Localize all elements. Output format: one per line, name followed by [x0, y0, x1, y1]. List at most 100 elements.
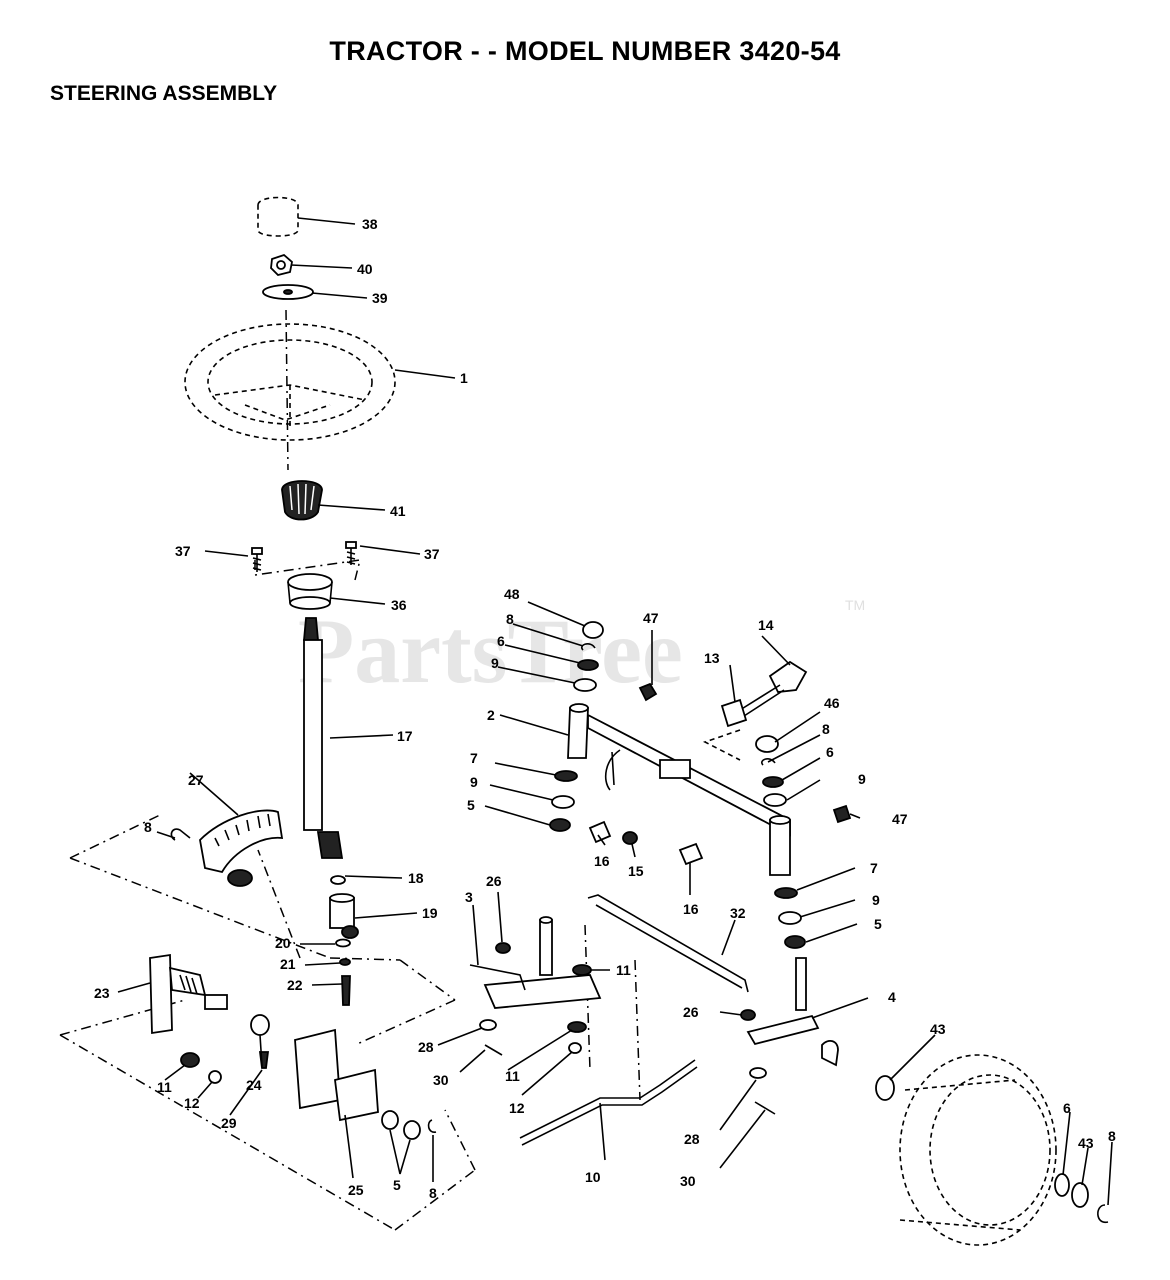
washer-43-inner	[875, 1075, 895, 1101]
bracket-23	[149, 953, 228, 1035]
bolt-37-left	[251, 547, 263, 572]
bolt-14	[739, 660, 808, 717]
callout-6-right: 6	[826, 744, 834, 760]
nut-40	[270, 253, 293, 276]
callout-23: 23	[94, 985, 110, 1001]
sector-gear-27	[199, 809, 284, 887]
callout-8-left: 8	[429, 1185, 437, 1201]
callout-13: 13	[704, 650, 720, 666]
washer-6-wheel	[1054, 1173, 1070, 1197]
bearing-9-upper	[573, 678, 597, 692]
leader-lines	[117, 217, 1113, 1206]
callout-19: 19	[422, 905, 438, 921]
callout-6-wheel: 6	[1063, 1100, 1071, 1116]
callout-3: 3	[465, 889, 473, 905]
washer-5-left-axle	[549, 818, 571, 832]
cap-38	[257, 196, 299, 237]
washer-6-upper	[577, 659, 599, 671]
spacer-13	[720, 698, 748, 728]
callout-39: 39	[372, 290, 388, 306]
callout-41: 41	[390, 503, 406, 519]
washers-5-left	[381, 1110, 421, 1140]
washer-28-right	[749, 1067, 767, 1079]
page-title: TRACTOR - - MODEL NUMBER 3420-54	[329, 36, 841, 66]
washer-43-outer	[1071, 1182, 1089, 1208]
bushing-11-left	[180, 1052, 200, 1068]
nut-15	[622, 831, 638, 845]
section-title: STEERING ASSEMBLY	[50, 82, 278, 105]
callout-7-left: 7	[470, 750, 478, 766]
washer-26-left	[495, 942, 511, 954]
callout-28-right: 28	[684, 1131, 700, 1147]
spindle-3	[469, 916, 602, 1009]
callout-40: 40	[357, 261, 373, 277]
axle-2	[567, 703, 791, 876]
callout-9-right: 9	[858, 771, 866, 787]
bearing-9-right	[763, 793, 787, 807]
callout-37-right: 37	[424, 546, 440, 562]
clip-8-upper	[581, 643, 596, 651]
callout-25: 25	[348, 1182, 364, 1198]
steering-shaft-17	[303, 617, 344, 859]
callout-37-left: 37	[175, 543, 191, 559]
callout-8-right: 8	[822, 721, 830, 737]
steering-wheel-1	[184, 323, 396, 441]
callout-43-inner: 43	[930, 1021, 946, 1037]
washer-20	[335, 938, 351, 948]
callout-26-right: 26	[683, 1004, 699, 1020]
callout-18: 18	[408, 870, 424, 886]
callout-8-upper: 8	[506, 611, 514, 627]
mounting-assembly-outline	[59, 999, 476, 1231]
callout-30-right: 30	[680, 1173, 696, 1189]
washer-7-left	[554, 770, 578, 782]
callout-15: 15	[628, 863, 644, 879]
callout-9-right-lower: 9	[872, 892, 880, 908]
callout-43-outer: 43	[1078, 1135, 1094, 1151]
callout-5-left: 5	[393, 1177, 401, 1193]
clip-8-right	[761, 758, 776, 766]
clip-8-gear	[170, 828, 191, 841]
callout-7-right: 7	[870, 860, 878, 876]
washer-39	[262, 284, 314, 300]
washer-7-right	[774, 887, 798, 899]
clip-8-wheel	[1097, 1204, 1109, 1223]
bolt-path	[702, 729, 741, 761]
callout-9-upper: 9	[491, 655, 499, 671]
callout-11-lower: 11	[505, 1068, 520, 1084]
callout-30-left: 30	[433, 1072, 449, 1088]
clip-8-left	[427, 1119, 437, 1133]
callout-6-upper: 6	[497, 633, 505, 649]
callout-10: 10	[585, 1169, 601, 1185]
nut-12-left	[208, 1070, 222, 1084]
callout-21: 21	[280, 956, 296, 972]
callout-2: 2	[487, 707, 495, 723]
callout-5-right: 5	[874, 916, 882, 932]
callout-29: 29	[221, 1115, 237, 1131]
callout-labels: 38 40 39 1 41 37 37 36 17 27 8 18 19 20 …	[94, 216, 1116, 1201]
spacer-16-left	[588, 820, 612, 844]
pinion-19	[329, 893, 359, 939]
washer-28-left	[479, 1019, 497, 1031]
callout-38: 38	[362, 216, 378, 232]
cotter-30-right	[754, 1101, 776, 1115]
axle-outline	[584, 924, 641, 1101]
callout-24: 24	[246, 1077, 262, 1093]
callout-26-left: 26	[486, 873, 502, 889]
callout-36: 36	[391, 597, 407, 613]
callout-22: 22	[287, 977, 303, 993]
cotter-30-left	[484, 1044, 503, 1056]
watermark-trademark: TM	[845, 597, 865, 613]
steering-centerline	[254, 309, 361, 581]
callout-1: 1	[460, 370, 468, 386]
watermark: PartsTree	[298, 600, 683, 702]
callout-46: 46	[824, 695, 840, 711]
fitting-47-right	[832, 804, 852, 824]
callout-32: 32	[730, 905, 746, 921]
adapter-41	[281, 480, 323, 521]
washer-26-right	[740, 1009, 756, 1021]
bearing-9-left	[551, 795, 575, 809]
fitting-47-left	[638, 682, 658, 702]
washer-5-right	[784, 935, 806, 949]
drag-link-10	[519, 1059, 698, 1146]
